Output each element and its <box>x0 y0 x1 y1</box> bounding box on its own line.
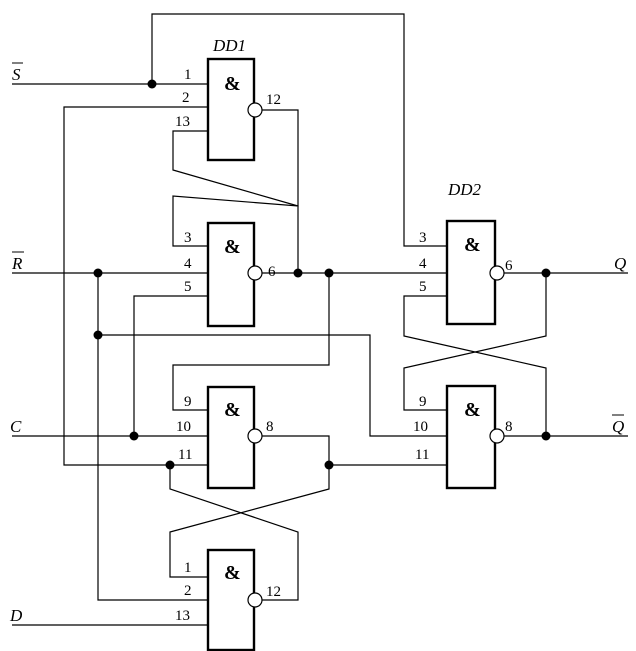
nand-gate-dd1-bottom: & 1 2 13 12 <box>175 548 281 651</box>
pin-label: 13 <box>175 114 190 130</box>
nand-gate-dd2-bottom: & 9 10 11 8 <box>413 384 513 490</box>
pin-label: 11 <box>178 447 192 463</box>
gate-symbol: & <box>224 562 241 584</box>
pin-label: 2 <box>182 90 190 106</box>
nand-gate-dd1-second: & 3 4 5 6 <box>184 221 276 328</box>
pin-label: 11 <box>415 447 429 463</box>
pin-label: 10 <box>413 419 428 435</box>
gate-symbol: & <box>464 234 481 256</box>
pin-label: 6 <box>268 264 276 280</box>
wires <box>12 13 628 626</box>
gate-symbol: & <box>224 399 241 421</box>
pin-label: 12 <box>266 92 281 108</box>
pin-label: 9 <box>419 394 427 410</box>
gate-symbol: & <box>224 73 241 95</box>
pin-label: 5 <box>184 279 192 295</box>
pin-label: 8 <box>266 419 274 435</box>
svg-text:Q: Q <box>612 417 624 436</box>
input-label-d: D <box>9 606 23 625</box>
pin-label: 12 <box>266 584 281 600</box>
pin-label: 2 <box>184 583 192 599</box>
pin-label: 4 <box>419 256 427 272</box>
nand-gate-dd1-top: & 1 2 13 12 <box>175 57 281 162</box>
output-label-q: Q <box>614 254 626 273</box>
pin-label: 1 <box>184 560 192 576</box>
pin-label: 6 <box>505 258 513 274</box>
pin-label: 5 <box>419 279 427 295</box>
pin-label: 8 <box>505 419 513 435</box>
input-label-r-bar: R <box>11 251 24 273</box>
gate-symbol: & <box>224 236 241 258</box>
pin-label: 13 <box>175 608 190 624</box>
pin-label: 10 <box>176 419 191 435</box>
nand-gate-dd1-third: & 9 10 11 8 <box>176 385 274 490</box>
pin-label: 3 <box>184 230 192 246</box>
nand-gate-dd2-top: & 3 4 5 6 <box>419 219 513 326</box>
junction-dots <box>93 79 551 470</box>
chip-label-dd2: DD2 <box>447 180 482 199</box>
pin-label: 1 <box>184 67 192 83</box>
pin-label: 3 <box>419 230 427 246</box>
svg-text:R: R <box>11 254 23 273</box>
pin-label: 4 <box>184 256 192 272</box>
output-label-q-bar: Q <box>612 414 624 436</box>
pin-label: 9 <box>184 394 192 410</box>
gate-symbol: & <box>464 399 481 421</box>
svg-text:S: S <box>12 65 21 84</box>
input-label-s-bar: S <box>12 62 23 84</box>
chip-label-dd1: DD1 <box>212 36 246 55</box>
input-label-c: C <box>10 417 22 436</box>
